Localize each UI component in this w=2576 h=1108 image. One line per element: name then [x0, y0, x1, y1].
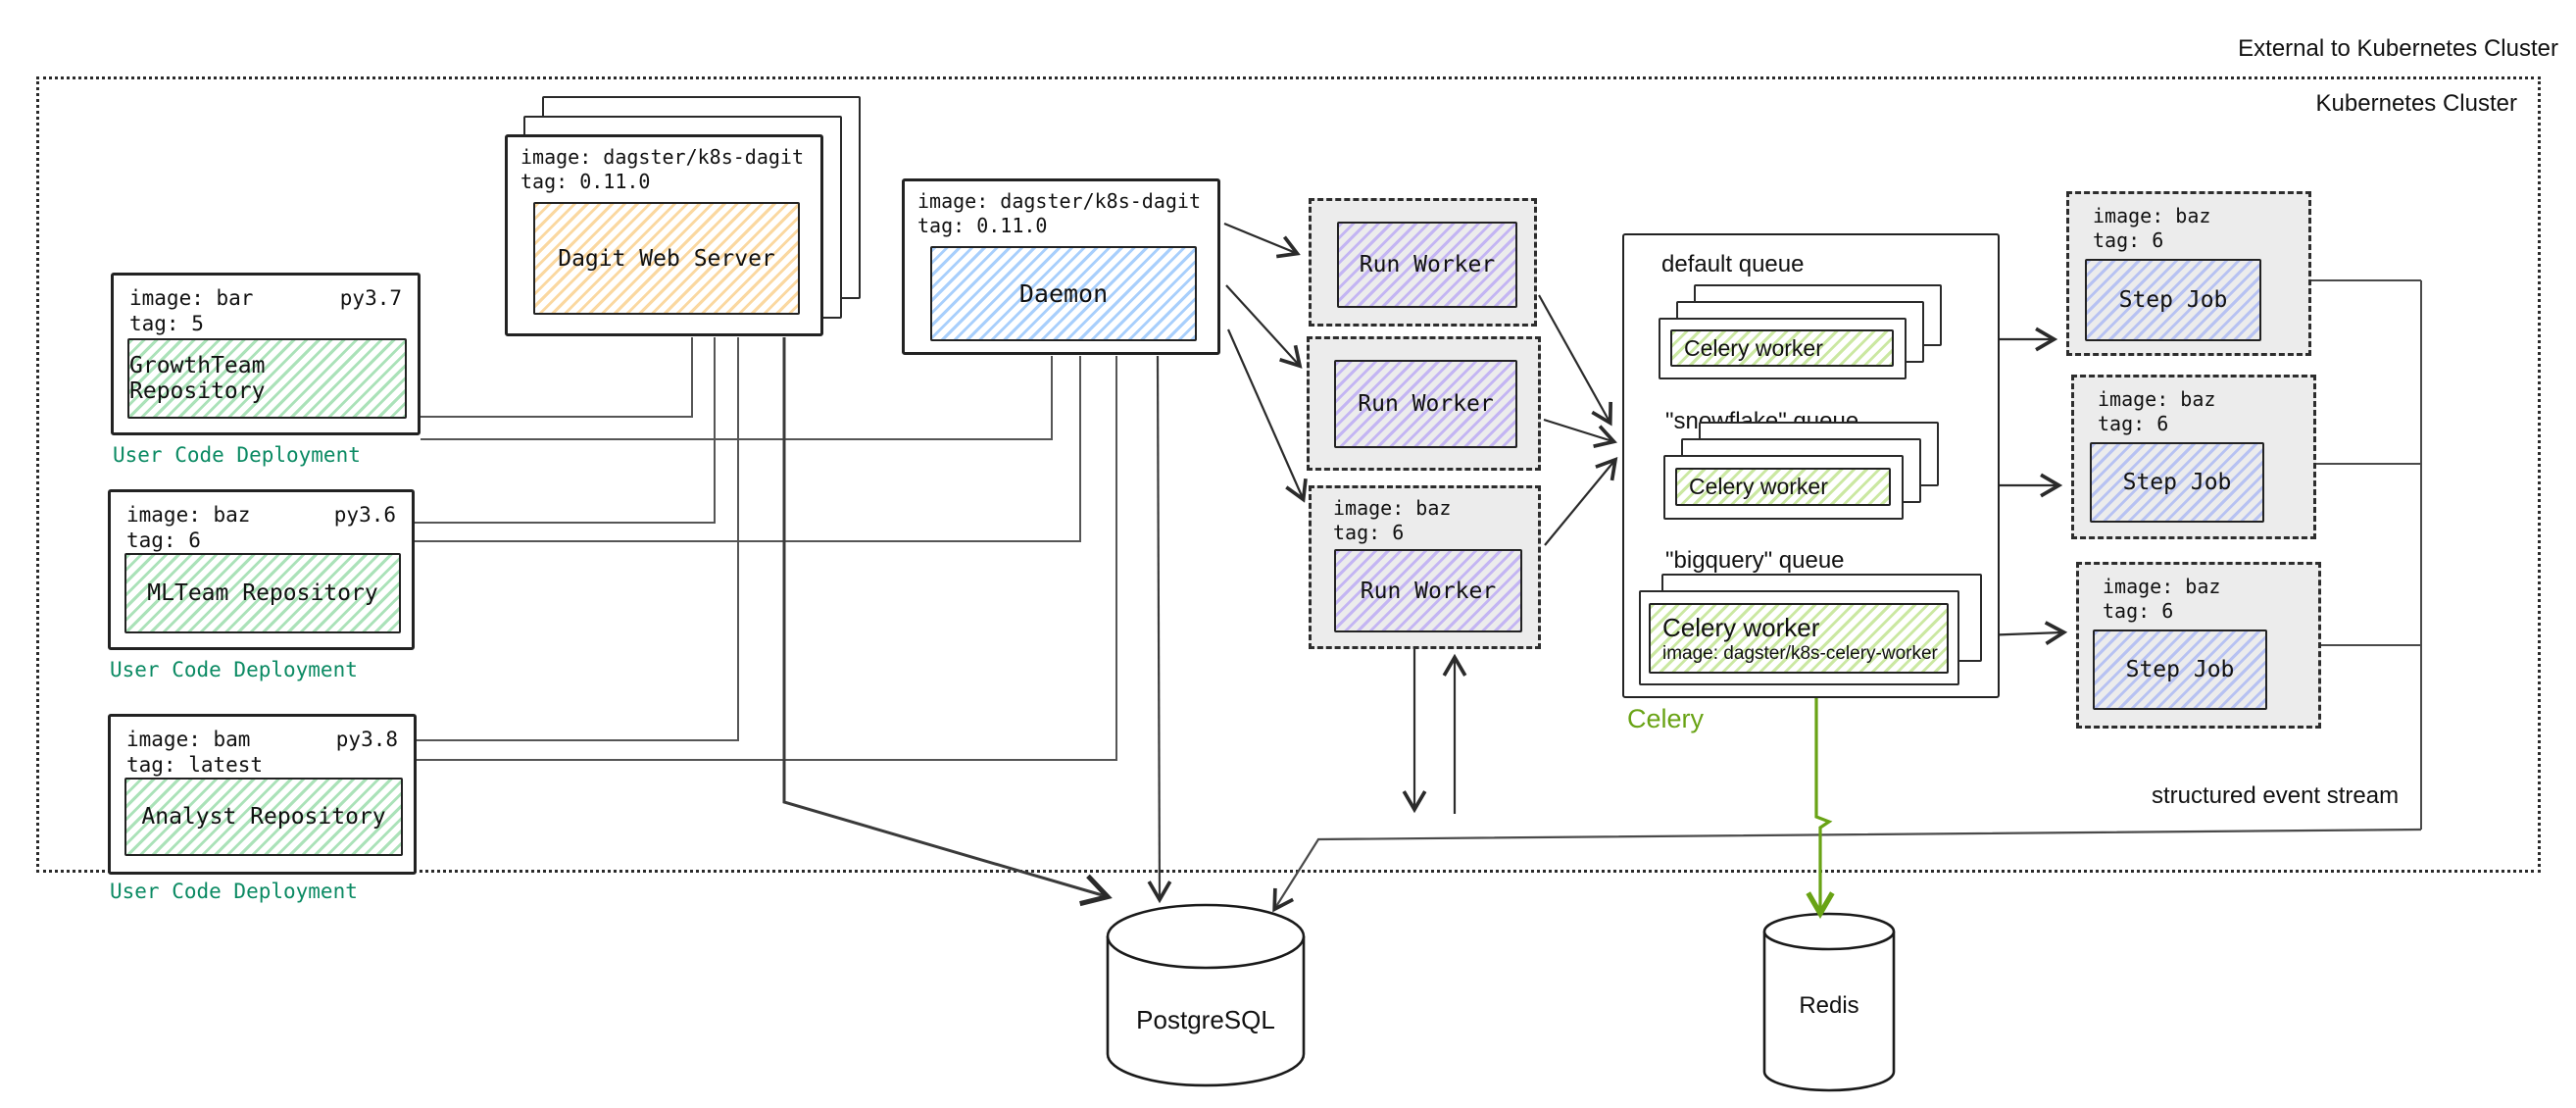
daemon-box: Daemon	[930, 246, 1197, 341]
bigquery-queue-label: "bigquery" queue	[1665, 547, 1845, 574]
repo3-python-version: py3.8	[335, 728, 398, 751]
edge-repo2-dagit	[415, 337, 716, 524]
repo3-image: image: bam	[126, 728, 251, 751]
celery-cluster: default queue Celery worker "snowflake" …	[1622, 233, 2000, 698]
step-job1-image: image: baz	[2093, 204, 2211, 227]
repo1-box: GrowthTeam Repository	[127, 338, 407, 419]
redis-label: Redis	[1799, 992, 1859, 1019]
repo1-python-version: py3.7	[339, 286, 402, 310]
edge-repo3-daemon	[417, 356, 1117, 761]
edge-runworker2-celery	[1543, 418, 1617, 449]
repo2-tag: tag: 6	[126, 529, 201, 553]
step-job-pod-1: image: baz tag: 6 Step Job	[2066, 191, 2311, 356]
run-worker-pod-1: Run Worker	[1309, 198, 1537, 327]
repo2-python-version: py3.6	[333, 503, 396, 527]
celery-worker-2: Celery worker	[1663, 455, 1904, 520]
repo3-box: Analyst Repository	[124, 778, 403, 856]
step-job-pod-2: image: baz tag: 6 Step Job	[2071, 375, 2316, 539]
daemon-image: image: dagster/k8s-dagit	[917, 189, 1201, 213]
repo1-image: image: bar	[129, 286, 254, 310]
step-job2-tag: tag: 6	[2098, 412, 2169, 435]
user-code-deployment-3: image: bam py3.8 tag: latest Analyst Rep…	[108, 714, 417, 875]
repo3-tag: tag: latest	[126, 753, 264, 778]
repo2-image: image: baz	[126, 503, 251, 527]
step-job2-box: Step Job	[2090, 442, 2264, 523]
celery-worker3-label: Celery worker	[1662, 612, 1820, 642]
run-worker3-tag: tag: 6	[1333, 521, 1405, 544]
edge-daemon-runworker1	[1223, 222, 1301, 259]
postgresql-label: PostgreSQL	[1136, 1005, 1275, 1034]
step-job-pod-3: image: baz tag: 6 Step Job	[2076, 562, 2321, 729]
repo2-caption: User Code Deployment	[110, 658, 358, 681]
edge-repo1-dagit	[421, 337, 693, 418]
repo3-caption: User Code Deployment	[110, 880, 358, 903]
step-job3-tag: tag: 6	[2103, 599, 2174, 623]
external-cluster-label: External to Kubernetes Cluster	[2238, 35, 2558, 62]
dagit-image: image: dagster/k8s-dagit	[520, 145, 804, 169]
edge-daemon-runworker2	[1225, 284, 1303, 369]
step-job1-box: Step Job	[2085, 259, 2261, 341]
user-code-deployment-1: image: bar py3.7 tag: 5 GrowthTeam Repos…	[111, 273, 421, 435]
celery-worker3-image: image: dagster/k8s-celery-worker	[1662, 642, 1938, 664]
user-code-deployment-2: image: baz py3.6 tag: 6 MLTeam Repositor…	[108, 489, 415, 650]
step-job3-image: image: baz	[2103, 575, 2221, 598]
kubernetes-cluster-label: Kubernetes Cluster	[2315, 90, 2517, 117]
celery-worker2-box: Celery worker	[1675, 468, 1891, 506]
run-worker-pod-3: image: baz tag: 6 Run Worker	[1309, 485, 1541, 649]
run-worker3-box: Run Worker	[1334, 549, 1522, 632]
redis-cylinder-icon	[1762, 912, 1896, 1092]
edge-daemon-runworker3	[1226, 328, 1308, 503]
edge-eventstream-postgres	[1272, 828, 2422, 913]
edge-runworker1-celery	[1538, 294, 1613, 427]
edge-runworker3-celery	[1544, 456, 1618, 546]
dagit-box: Dagit Web Server	[533, 202, 800, 315]
dagit-web-server: image: dagster/k8s-dagit tag: 0.11.0 Dag…	[505, 134, 823, 336]
edge-repo1-daemon	[421, 356, 1053, 440]
daemon-tag: tag: 0.11.0	[917, 214, 1048, 237]
celery-worker1-box: Celery worker	[1670, 329, 1894, 367]
run-worker2-box: Run Worker	[1334, 360, 1517, 448]
default-queue-label: default queue	[1661, 251, 1805, 277]
event-stream-label: structured event stream	[2152, 782, 2400, 809]
repo1-tag: tag: 5	[129, 312, 204, 336]
edge-dagit-postgres	[782, 337, 1113, 907]
celery-caption: Celery	[1627, 704, 1705, 733]
celery-worker3-box: Celery worker image: dagster/k8s-celery-…	[1649, 603, 1949, 674]
step-job1-tag: tag: 6	[2093, 228, 2164, 252]
step-job2-image: image: baz	[2098, 387, 2216, 411]
edge-repo3-dagit	[417, 337, 739, 741]
kubernetes-cluster-boundary	[36, 76, 2541, 873]
repo2-box: MLTeam Repository	[124, 553, 401, 633]
celery-worker-3: Celery worker image: dagster/k8s-celery-…	[1639, 590, 1959, 685]
step-job3-box: Step Job	[2093, 630, 2267, 710]
run-worker-pod-2: Run Worker	[1307, 336, 1541, 471]
run-worker3-image: image: baz	[1333, 496, 1452, 520]
repo1-caption: User Code Deployment	[113, 443, 361, 467]
edge-repo2-daemon	[415, 356, 1081, 542]
run-worker1-box: Run Worker	[1337, 222, 1517, 308]
dagit-tag: tag: 0.11.0	[520, 170, 651, 193]
edge-daemon-postgres	[1147, 355, 1172, 904]
postgresql-cylinder-icon	[1106, 903, 1306, 1087]
celery-worker-1: Celery worker	[1659, 318, 1907, 379]
edge-celery-redis	[1806, 698, 1835, 919]
daemon-node: image: dagster/k8s-dagit tag: 0.11.0 Dae…	[902, 178, 1220, 355]
